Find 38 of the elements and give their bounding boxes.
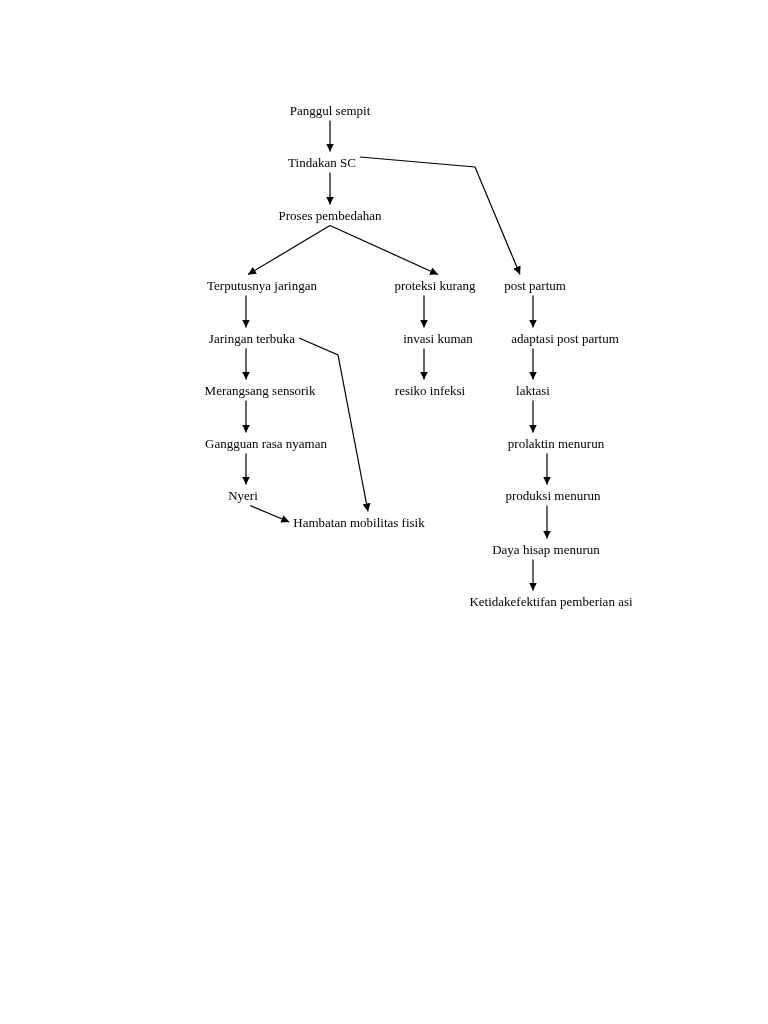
- arrow: [420, 347, 428, 381]
- flow-text: Merangsang sensorik: [201, 380, 319, 400]
- arrow: [242, 294, 250, 329]
- flow-text: laktasi: [513, 380, 553, 400]
- flow-text: invasi kuman: [400, 328, 476, 348]
- arrow: [529, 558, 537, 592]
- flow-text: proteksi kurang: [391, 275, 479, 295]
- arrow: [242, 347, 250, 381]
- flow-text: Tindakan SC: [285, 152, 359, 172]
- flow-text: Proses pembedahan: [275, 205, 385, 225]
- arrow: [529, 294, 537, 329]
- flow-text: produksi menurun: [502, 485, 604, 505]
- arrow: [329, 224, 439, 276]
- arrow: [420, 294, 428, 329]
- arrow: [529, 399, 537, 434]
- arrow: [359, 156, 521, 276]
- flow-text: Jaringan terbuka: [205, 328, 299, 348]
- flow-text: Hambatan mobilitas fisik: [290, 512, 428, 532]
- arrow: [529, 347, 537, 381]
- arrow: [543, 504, 551, 540]
- arrow: [326, 171, 334, 206]
- flow-text: Terputusnya jaringan: [204, 275, 320, 295]
- arrow: [242, 452, 250, 486]
- flow-text: Ketidakefektifan pemberian asi: [466, 591, 636, 611]
- arrow: [242, 399, 250, 434]
- arrow: [247, 224, 331, 276]
- arrow: [326, 119, 334, 153]
- flow-text: resiko infeksi: [391, 380, 469, 400]
- flow-text: adaptasi post partum: [508, 328, 622, 348]
- arrow: [249, 504, 290, 523]
- flow-text: Nyeri: [225, 485, 261, 505]
- flow-text: prolaktin menurun: [504, 433, 608, 453]
- arrow: [543, 452, 551, 486]
- arrow: [298, 337, 371, 513]
- flow-text: Gangguan rasa nyaman: [202, 433, 330, 453]
- flow-text: Panggul sempit: [286, 100, 374, 120]
- flow-text: Daya hisap menurun: [489, 539, 603, 559]
- flow-text: post partum: [501, 275, 569, 295]
